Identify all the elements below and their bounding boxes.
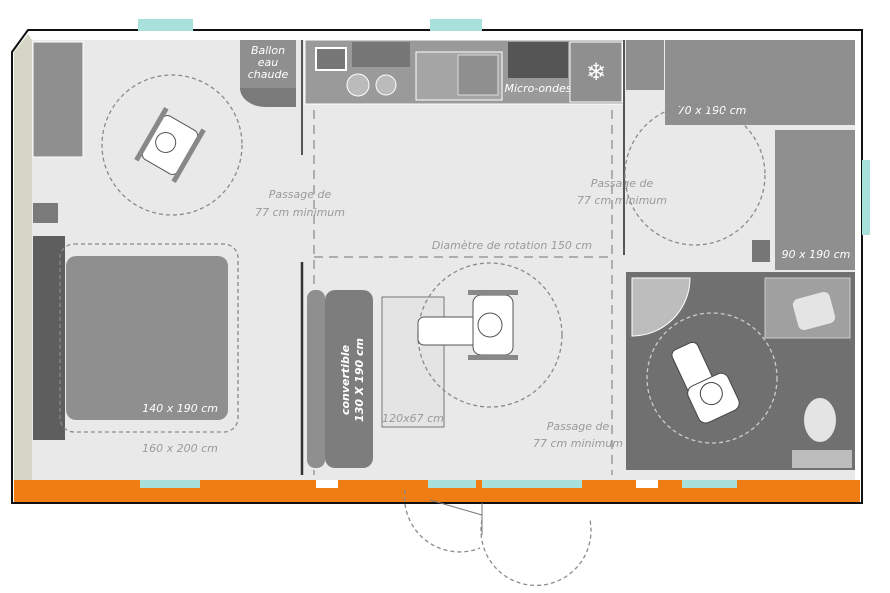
sofa-label: convertible <box>339 344 352 415</box>
window <box>138 19 193 31</box>
bed-right-label: 90 x 190 cm <box>782 248 851 261</box>
snowflake-icon: ❄ <box>586 58 606 86</box>
turning-circle <box>101 74 243 216</box>
passage-bottom-label: 77 cm minimum <box>533 437 623 450</box>
microwave-label: Micro-ondes <box>505 82 572 95</box>
turning-circle <box>624 104 766 246</box>
cooktop <box>315 47 347 71</box>
water-heater <box>240 40 296 88</box>
table-label: 120x67 cm <box>382 412 444 425</box>
passage-left-label: 77 cm minimum <box>255 206 345 219</box>
bed-main-label: 140 x 190 cm <box>142 402 218 415</box>
double-bed <box>66 256 228 420</box>
passage-right-label: 77 cm minimum <box>577 194 667 207</box>
toilet <box>804 398 836 442</box>
wheelchair-icon <box>134 107 206 183</box>
water-heater-label: Ballon <box>251 44 285 57</box>
single-bed <box>775 130 855 270</box>
rotation-label: Diamètre de rotation 150 cm <box>432 239 592 252</box>
passage-bottom-label: Passage de <box>547 420 610 433</box>
windows <box>138 19 870 488</box>
passage-right-label: Passage de <box>591 177 654 190</box>
window <box>428 480 476 488</box>
window <box>430 19 482 31</box>
left-wall <box>14 34 32 500</box>
side-table <box>33 203 58 223</box>
entry-doors <box>403 489 592 587</box>
turning-circle <box>646 312 778 444</box>
bed-clearance <box>59 243 239 433</box>
shower <box>631 277 691 337</box>
bed-clearance-label: 160 x 200 cm <box>142 442 218 455</box>
window <box>482 480 582 488</box>
convertible-sofa <box>325 290 373 468</box>
window <box>682 480 737 488</box>
microwave <box>508 42 568 78</box>
wheelchair-icon <box>671 341 740 424</box>
wheelchair-icon <box>417 290 518 360</box>
sofa-label: 130 X 190 cm <box>353 338 366 422</box>
fridge <box>569 41 623 103</box>
sofa-back <box>307 290 325 468</box>
passage-left-label: Passage de <box>269 188 332 201</box>
water-heater-label: eau <box>258 56 279 69</box>
window <box>862 160 870 235</box>
single-bed <box>665 40 855 125</box>
water-heater-label: chaude <box>248 68 289 81</box>
wardrobe <box>32 41 84 158</box>
window <box>140 480 200 488</box>
